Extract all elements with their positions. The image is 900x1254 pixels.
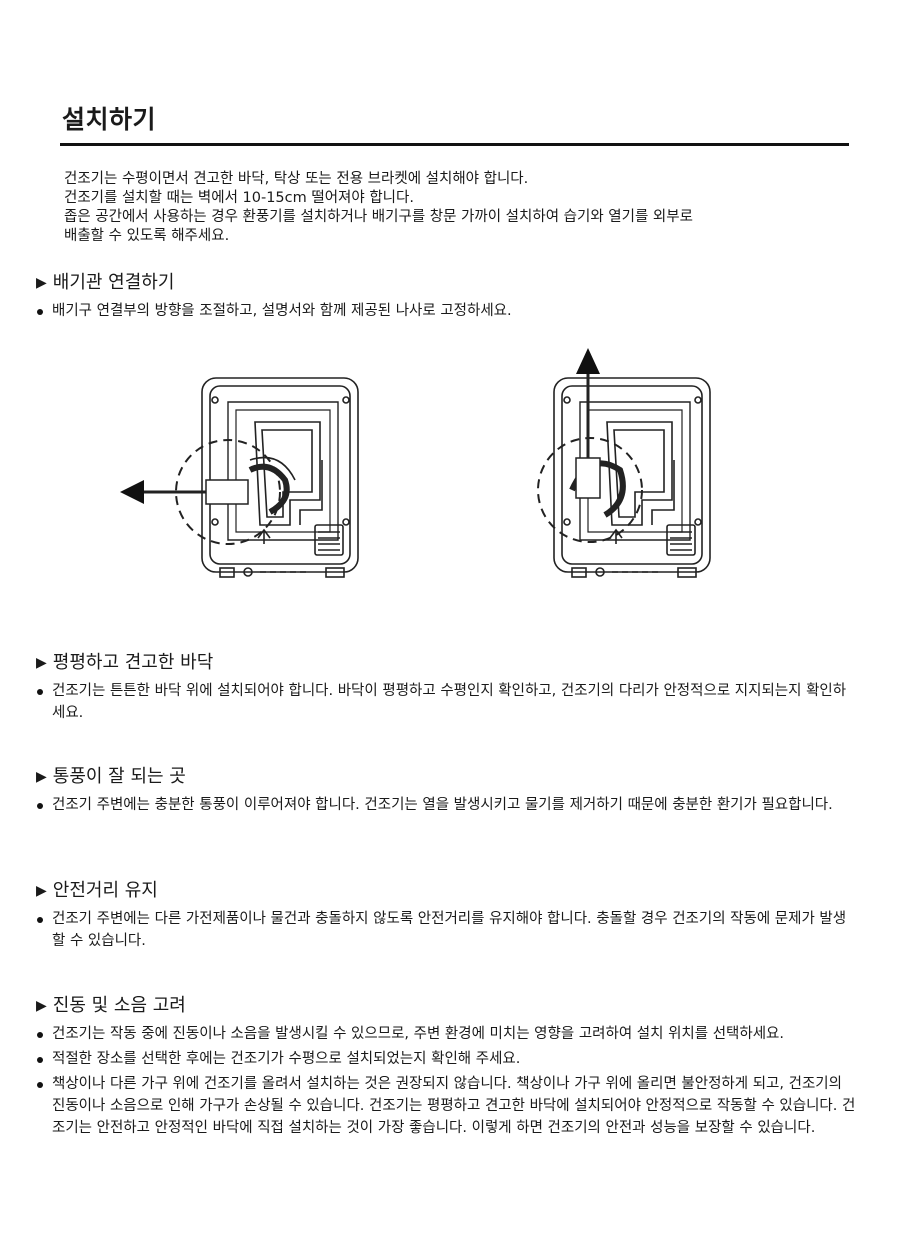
section-ventilation: ▶ 통풍이 잘 되는 곳 건조기 주변에는 충분한 통풍이 이루어져야 합니다. …: [36, 766, 856, 819]
diagram-exhaust-side: [110, 340, 370, 594]
triangle-bullet-icon: ▶: [36, 769, 47, 785]
bullet-dot-icon: [37, 309, 43, 315]
dryer-back-illustration: [537, 348, 711, 578]
section-safety-distance: ▶ 안전거리 유지 건조기 주변에는 다른 가전제품이나 물건과 충돌하지 않도록…: [36, 880, 856, 955]
section-exhaust: ▶ 배기관 연결하기 배기구 연결부의 방향을 조절하고, 설명서와 함께 제공된…: [36, 272, 856, 325]
bullet-item: 건조기 주변에는 충분한 통풍이 이루어져야 합니다. 건조기는 열을 발생시키…: [36, 794, 856, 816]
intro-line: 배출할 수 있도록 해주세요.: [64, 228, 230, 244]
section-heading: ▶ 평평하고 견고한 바닥: [36, 652, 856, 674]
bullet-dot-icon: [37, 1032, 43, 1038]
bullet-item: 건조기 주변에는 다른 가전제품이나 물건과 충돌하지 않도록 안전거리를 유지…: [36, 908, 856, 952]
bullet-item: 배기구 연결부의 방향을 조절하고, 설명서와 함께 제공된 나사로 고정하세요…: [36, 300, 856, 322]
bullet-item: 적절한 장소를 선택한 후에는 건조기가 수평으로 설치되었는지 확인해 주세요…: [36, 1048, 856, 1070]
title-divider: [60, 143, 849, 146]
section-heading-text: 진동 및 소음 고려: [52, 995, 186, 1016]
bullet-dot-icon: [37, 1082, 43, 1088]
section-heading: ▶ 진동 및 소음 고려: [36, 995, 856, 1017]
diagram-exhaust-up: [480, 340, 740, 594]
section-heading: ▶ 안전거리 유지: [36, 880, 856, 902]
triangle-bullet-icon: ▶: [36, 883, 47, 899]
intro-line: 건조기를 설치할 때는 벽에서 10-15cm 떨어져야 합니다.: [64, 190, 414, 206]
bullet-item: 건조기는 튼튼한 바닥 위에 설치되어야 합니다. 바닥이 평평하고 수평인지 …: [36, 680, 856, 724]
bullet-dot-icon: [37, 803, 43, 809]
bullet-item: 건조기는 작동 중에 진동이나 소음을 발생시킬 수 있으므로, 주변 환경에 …: [36, 1023, 856, 1045]
section-heading-text: 평평하고 견고한 바닥: [52, 652, 214, 673]
intro-text: 건조기는 수평이면서 견고한 바닥, 탁상 또는 전용 브라켓에 설치해야 합니…: [64, 170, 854, 246]
section-heading-text: 통풍이 잘 되는 곳: [52, 766, 186, 787]
section-heading: ▶ 배기관 연결하기: [36, 272, 856, 294]
intro-line: 건조기는 수평이면서 견고한 바닥, 탁상 또는 전용 브라켓에 설치해야 합니…: [64, 171, 529, 187]
section-heading: ▶ 통풍이 잘 되는 곳: [36, 766, 856, 788]
page-title: 설치하기: [62, 105, 157, 134]
section-heading-text: 배기관 연결하기: [52, 272, 175, 293]
bullet-item: 책상이나 다른 가구 위에 건조기를 올려서 설치하는 것은 권장되지 않습니다…: [36, 1073, 856, 1139]
section-vibration-noise: ▶ 진동 및 소음 고려 건조기는 작동 중에 진동이나 소음을 발생시킬 수 있…: [36, 995, 856, 1142]
section-heading-text: 안전거리 유지: [52, 880, 158, 901]
dryer-back-illustration: [120, 377, 359, 578]
triangle-bullet-icon: ▶: [36, 655, 47, 671]
triangle-bullet-icon: ▶: [36, 998, 47, 1014]
section-flat-floor: ▶ 평평하고 견고한 바닥 건조기는 튼튼한 바닥 위에 설치되어야 합니다. 바…: [36, 652, 856, 727]
intro-line: 좁은 공간에서 사용하는 경우 환풍기를 설치하거나 배기구를 창문 가까이 설…: [64, 209, 693, 225]
triangle-bullet-icon: ▶: [36, 275, 47, 291]
bullet-dot-icon: [37, 917, 43, 923]
bullet-dot-icon: [37, 1057, 43, 1063]
bullet-dot-icon: [37, 689, 43, 695]
